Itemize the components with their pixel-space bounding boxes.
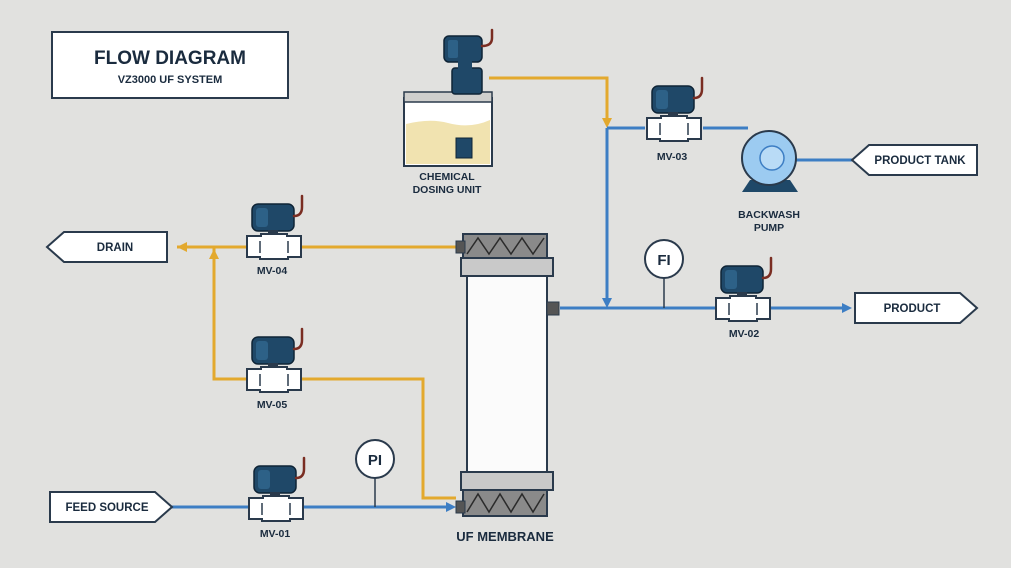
backwash-pump[interactable]: BACKWASH PUMP <box>738 130 800 234</box>
drain-tag[interactable]: DRAIN <box>45 231 168 263</box>
valve-mv01[interactable]: MV-01 <box>247 456 306 540</box>
dosing-unit-label-line2: DOSING UNIT <box>413 184 482 196</box>
valve-mv01-label: MV-01 <box>260 528 291 540</box>
product-tank-tag[interactable]: PRODUCT TANK <box>850 144 978 176</box>
pi-label: PI <box>368 452 382 469</box>
drain-junction-arrow <box>209 249 219 259</box>
product-tag-label: PRODUCT <box>884 303 941 315</box>
valve-mv04-label: MV-04 <box>257 265 288 277</box>
dosing-unit-label-line1: CHEMICAL <box>419 171 475 183</box>
flow-indicator-fi[interactable]: FI <box>644 239 684 279</box>
diagram-subtitle: VZ3000 UF SYSTEM <box>118 74 223 86</box>
backwash-pump-label-line1: BACKWASH <box>738 209 800 221</box>
chemical-dosing-unit[interactable]: CHEMICAL DOSING UNIT <box>403 28 494 196</box>
fi-label: FI <box>657 252 670 269</box>
title-box: FLOW DIAGRAM VZ3000 UF SYSTEM <box>51 31 289 99</box>
backwash-pump-label-line2: PUMP <box>754 222 784 234</box>
uf-membrane[interactable]: UF MEMBRANE <box>455 233 560 544</box>
drain-flow-arrow <box>177 242 187 252</box>
valve-mv03-label: MV-03 <box>657 151 688 163</box>
uf-membrane-label: UF MEMBRANE <box>456 529 554 544</box>
product-flow-arrow <box>842 303 852 313</box>
backwash-down-arrow <box>602 298 612 308</box>
valve-mv02-label: MV-02 <box>729 328 760 340</box>
valve-mv02[interactable]: MV-02 <box>714 256 773 340</box>
feed-source-tag[interactable]: FEED SOURCE <box>49 491 174 523</box>
feed-source-tag-label: FEED SOURCE <box>65 502 148 514</box>
product-tag[interactable]: PRODUCT <box>854 292 979 324</box>
valve-mv03[interactable]: MV-03 <box>645 76 704 163</box>
drain-tag-label: DRAIN <box>97 242 133 254</box>
product-tank-tag-label: PRODUCT TANK <box>874 155 966 167</box>
valve-mv05-label: MV-05 <box>257 399 288 411</box>
membrane-inlet-arrow <box>446 502 456 512</box>
valve-mv04[interactable]: MV-04 <box>245 194 304 277</box>
diagram-title: FLOW DIAGRAM <box>94 48 246 69</box>
chemical-flow-arrow <box>602 118 612 128</box>
valve-mv05[interactable]: MV-05 <box>245 327 304 411</box>
pressure-indicator-pi[interactable]: PI <box>355 439 395 479</box>
